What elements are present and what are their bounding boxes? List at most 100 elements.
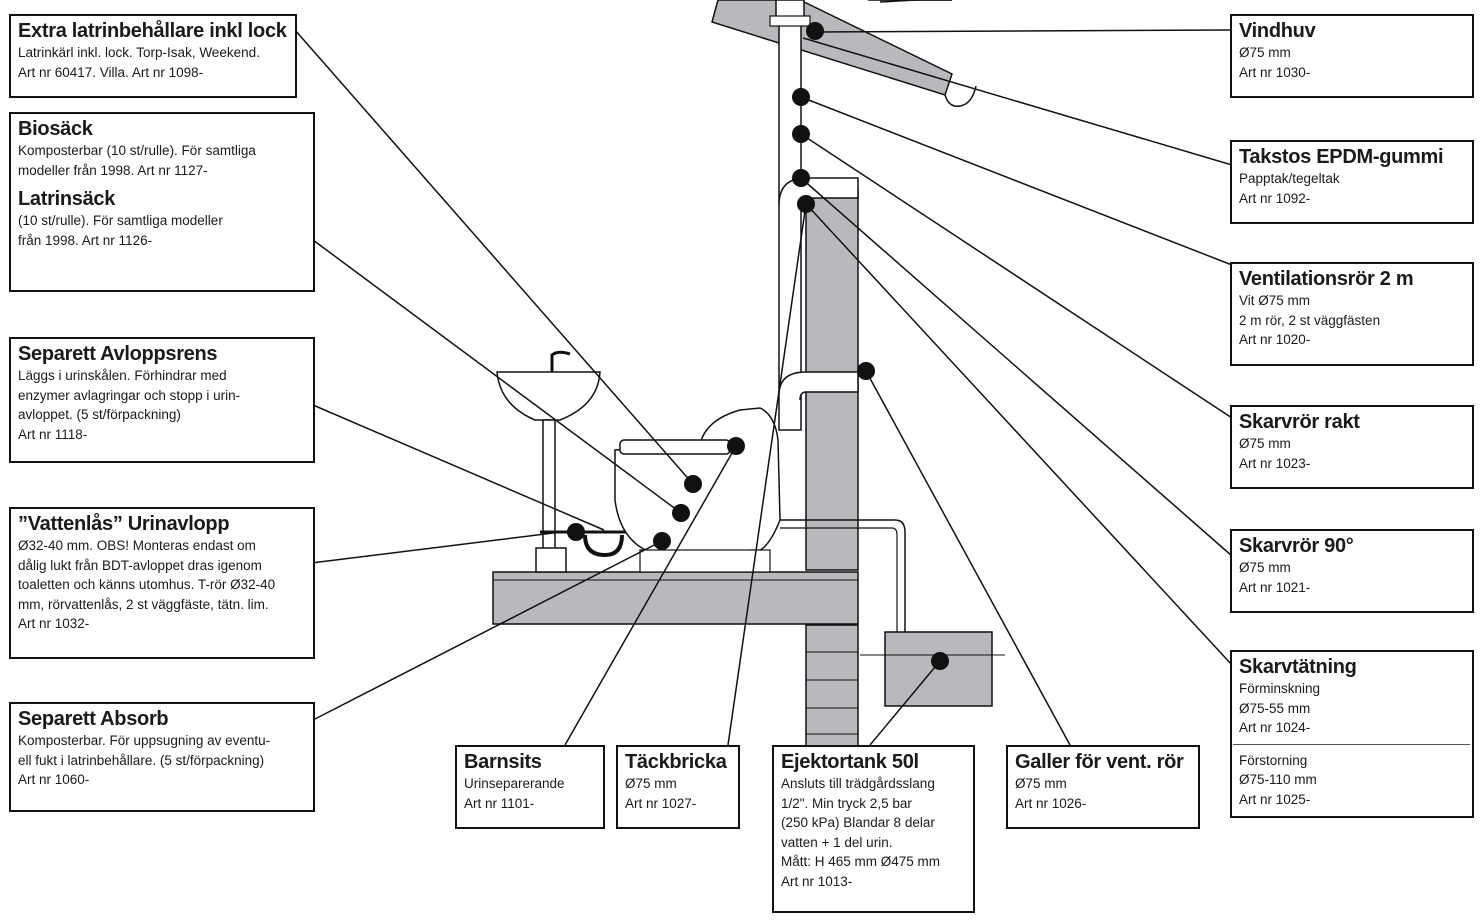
wind-cowl <box>775 0 805 19</box>
callout-title: Extra latrinbehållare inkl lock <box>18 20 287 42</box>
callout-text: avloppet. (5 st/förpackning) <box>18 407 181 422</box>
leader-line <box>312 540 663 721</box>
callout-text: Art nr 1032- <box>18 616 90 631</box>
callout-text: vatten + 1 del urin. <box>781 834 893 850</box>
callout-text: 1/2". Min tryck 2,5 bar <box>781 795 912 811</box>
callout-text: Vit Ø75 mm <box>1239 293 1311 308</box>
callout-text: dålig lukt från BDT-avloppet dras igenom <box>18 557 262 573</box>
callout-divider <box>1233 743 1470 745</box>
callout-text: Mått: H 465 mm Ø475 mm <box>781 854 941 869</box>
leader-lines <box>294 0 1233 746</box>
callout-text: Art nr 1101- <box>464 795 535 811</box>
roof <box>711 0 953 96</box>
callout-text: Art nr 1118- <box>18 426 88 442</box>
callout-text: ell fukt i latrinbehållare. (5 st/förpac… <box>18 752 265 768</box>
callout-title: Biosäck <box>18 118 93 140</box>
callout-title: Skarvrör 90° <box>1239 535 1354 557</box>
callout-text: Papptak/tegeltak <box>1239 171 1340 186</box>
wall-column-lower <box>805 624 859 761</box>
callout-text: Art nr 1025- <box>1239 791 1311 807</box>
callout-vindhuv: Vindhuv Ø75 mm Art nr 1030- <box>1230 14 1474 98</box>
sink-faucet <box>550 350 571 372</box>
callout-text: Förstorning <box>1239 752 1308 768</box>
toilet-base <box>639 549 771 573</box>
callout-text: Komposterbar. För uppsugning av eventu- <box>18 733 271 748</box>
leader-line <box>312 239 682 514</box>
callout-text: Ø75 mm <box>1239 45 1291 60</box>
callout-text: toaletten och känns utomhus. T-rör Ø32-4… <box>18 577 276 592</box>
marker-dot <box>792 88 810 106</box>
floor-slab <box>492 571 859 625</box>
callout-text: från 1998. Art nr 1126- <box>18 232 153 248</box>
callout-title: Skarvtätning <box>1239 656 1357 678</box>
sink-basin <box>496 371 601 421</box>
callout-title: Ventilationsrör 2 m <box>1239 268 1414 290</box>
leader-line <box>312 404 605 531</box>
callout-title: Separett Avloppsrens <box>18 343 218 365</box>
callout-text: mm, rörvattenlås, 2 st väggfäste, tätn. … <box>18 596 269 612</box>
sink-foot <box>535 547 567 573</box>
leader-line <box>727 203 807 746</box>
marker-dot <box>653 532 671 550</box>
callout-title: Separett Absorb <box>18 708 169 730</box>
callout-avloppsrens: Separett Avloppsrens Läggs i urinskålen.… <box>9 337 315 463</box>
callout-text: Ansluts till trädgårdsslang <box>781 776 935 791</box>
callout-text: Art nr 1027- <box>625 795 697 811</box>
marker-dot <box>806 22 824 40</box>
callout-takstos: Takstos EPDM-gummi Papptak/tegeltak Art … <box>1230 140 1474 224</box>
pipe-bend-lower <box>778 371 859 401</box>
marker-dot <box>797 195 815 213</box>
marker-dot <box>792 169 810 187</box>
roof-flashing <box>769 15 811 27</box>
callout-text: Art nr 1024- <box>1239 720 1311 735</box>
callout-text: Art nr 1013- <box>781 873 853 889</box>
urine-hose-inner <box>780 527 898 632</box>
callout-text: Förminskning <box>1239 681 1321 696</box>
leader-line <box>564 445 737 746</box>
callout-title: Latrinsäck <box>18 188 116 210</box>
callout-text: Komposterbar (10 st/rulle). För samtliga <box>18 143 256 158</box>
marker-dot <box>792 125 810 143</box>
leader-line <box>800 177 1233 557</box>
marker-dot <box>672 504 690 522</box>
callout-title: Vindhuv <box>1239 20 1316 42</box>
marker-dot <box>857 362 875 380</box>
callout-skarvror-90: Skarvrör 90° Ø75 mm Art nr 1021- <box>1230 529 1474 613</box>
callout-text: Art nr 1021- <box>1239 579 1311 595</box>
leader-line <box>800 133 1233 419</box>
callout-title: Ejektortank 50l <box>781 751 919 773</box>
callout-ejektortank: Ejektortank 50l Ansluts till trädgårdssl… <box>772 745 975 913</box>
leader-line <box>805 203 1233 666</box>
callout-text: modeller från 1998. Art nr 1127- <box>18 162 208 178</box>
callout-title: ”Vattenlås” Urinavlopp <box>18 513 230 535</box>
marker-dot <box>931 652 949 670</box>
callout-text: Läggs i urinskålen. Förhindrar med <box>18 368 227 383</box>
marker-dot <box>727 437 745 455</box>
callout-text: Art nr 1092- <box>1239 190 1311 206</box>
callout-barnsits: Barnsits Urinseparerande Art nr 1101- <box>455 745 605 829</box>
callout-text: Latrinkärl inkl. lock. Torp-Isak, Weeken… <box>18 45 260 60</box>
callout-vattenlas: ”Vattenlås” Urinavlopp Ø32-40 mm. OBS! M… <box>9 507 315 659</box>
callout-tackbricka: Täckbricka Ø75 mm Art nr 1027- <box>616 745 740 829</box>
callout-text: (10 st/rulle). För samtliga modeller <box>18 213 223 228</box>
callout-text: Urinseparerande <box>464 776 565 791</box>
sink-pedestal <box>542 419 556 561</box>
leader-line <box>812 29 1233 33</box>
callout-text: (250 kPa) Blandar 8 delar <box>781 815 935 830</box>
callout-title: Barnsits <box>464 751 542 773</box>
roof-gutter <box>944 85 977 108</box>
water-trap <box>583 534 624 558</box>
callout-galler: Galler för vent. rör Ø75 mm Art nr 1026- <box>1006 745 1200 829</box>
leader-line <box>294 531 562 566</box>
callout-text: Ø75 mm <box>625 776 677 791</box>
callout-absorb: Separett Absorb Komposterbar. För uppsug… <box>9 702 315 812</box>
marker-dot <box>684 475 702 493</box>
leader-line <box>800 96 1233 266</box>
callout-text: Art nr 1020- <box>1239 332 1311 347</box>
callout-text: Ø75 mm <box>1015 776 1067 791</box>
callout-text: Art nr 1026- <box>1015 795 1087 811</box>
callout-ventilationsror: Ventilationsrör 2 m Vit Ø75 mm 2 m rör, … <box>1230 262 1474 366</box>
callout-text: Ø75 mm <box>1239 436 1291 451</box>
leader-line <box>865 370 1071 746</box>
callout-text: Art nr 1030- <box>1239 64 1311 80</box>
